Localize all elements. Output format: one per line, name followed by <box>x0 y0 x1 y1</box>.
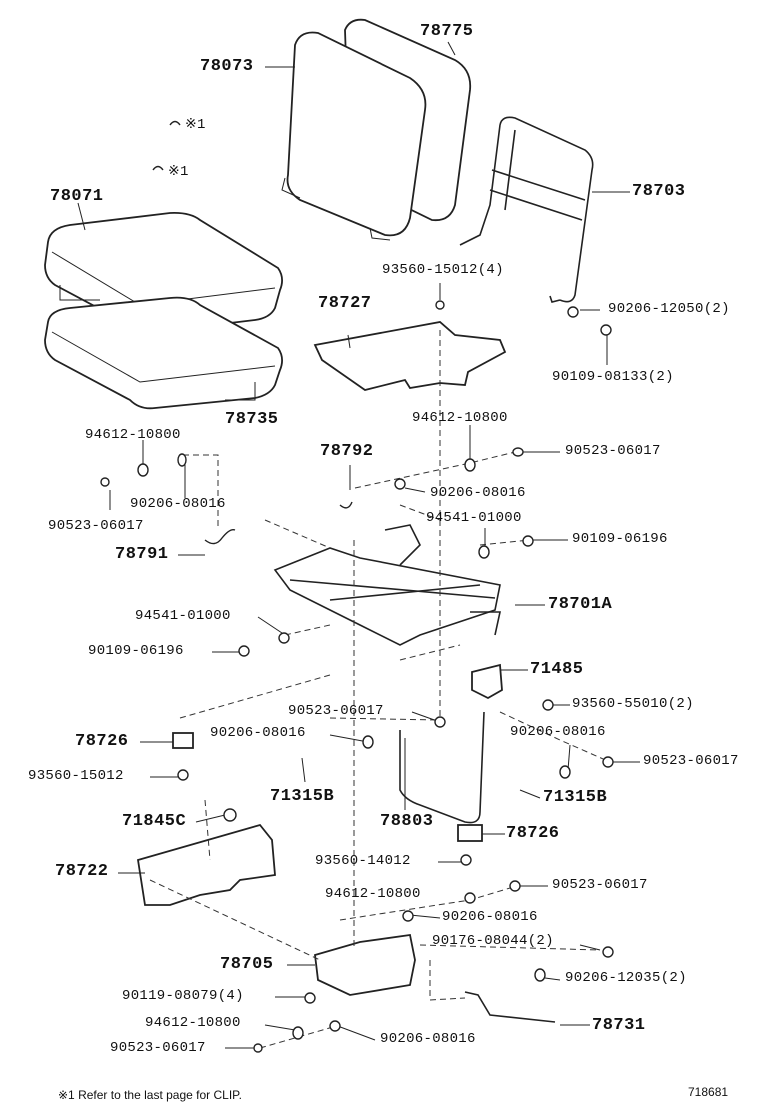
part-94612-10800-label-c: 94612-10800 <box>325 886 421 902</box>
part-90176-08044-2-label: 90176-08044(2) <box>432 933 554 949</box>
clip-reference-mark-b: ※1 <box>168 164 189 180</box>
part-90109-06196-label-b: 90109-06196 <box>88 643 184 659</box>
part-90523-06017-label-f: 90523-06017 <box>110 1040 206 1056</box>
part-78726-label-b: 78726 <box>506 824 560 843</box>
part-71315b-label-b: 71315B <box>543 788 608 807</box>
part-94541-01000-label-a: 94541-01000 <box>426 510 522 526</box>
clip-reference-mark-a: ※1 <box>185 117 206 133</box>
part-90523-06017-label-e: 90523-06017 <box>552 877 648 893</box>
part-90206-08016-label-e: 90206-08016 <box>442 909 538 925</box>
part-78735-label: 78735 <box>225 410 279 429</box>
part-90206-08016-label-a: 90206-08016 <box>430 485 526 501</box>
part-78073-label: 78073 <box>200 57 254 76</box>
part-93560-15012-4-label: 93560-15012(4) <box>382 262 504 278</box>
part-90206-08016-label-b: 90206-08016 <box>130 496 226 512</box>
part-78731-label: 78731 <box>592 1016 646 1035</box>
side-plate <box>136 823 276 906</box>
part-78705-label: 78705 <box>220 955 274 974</box>
part-78726-label-a: 78726 <box>75 732 129 751</box>
seat-board <box>313 321 507 391</box>
part-78775-label: 78775 <box>420 22 474 41</box>
part-90109-08133-2-label: 90109-08133(2) <box>552 369 674 385</box>
part-78722-label: 78722 <box>55 862 109 881</box>
part-78703-label: 78703 <box>632 182 686 201</box>
part-90206-08016-label-f: 90206-08016 <box>380 1031 476 1047</box>
seatback-frame <box>459 116 594 303</box>
hinge-cover <box>314 933 416 996</box>
part-94612-10800-label-d: 94612-10800 <box>145 1015 241 1031</box>
part-78701a-label: 78701A <box>548 595 613 614</box>
block-78726-left <box>172 732 194 749</box>
seatback-cushion-front <box>281 31 427 241</box>
leader-lines <box>77 41 640 1049</box>
part-94612-10800-label-b: 94612-10800 <box>412 410 508 426</box>
part-90109-06196-label-a: 90109-06196 <box>572 531 668 547</box>
seat-cushion-lower <box>44 296 283 410</box>
part-78803-label: 78803 <box>380 812 434 831</box>
footnote: ※1 Refer to the last page for CLIP. <box>58 1088 242 1102</box>
part-94541-01000-label-b: 94541-01000 <box>135 608 231 624</box>
block-78726-right <box>457 824 483 842</box>
part-78071-label: 78071 <box>50 187 104 206</box>
part-90523-06017-label-b: 90523-06017 <box>48 518 144 534</box>
part-93560-55010-2-label: 93560-55010(2) <box>572 696 694 712</box>
link-rod <box>464 991 556 1023</box>
part-78727-label: 78727 <box>318 294 372 313</box>
assembly-lines <box>149 330 611 1049</box>
part-71315b-label-a: 71315B <box>270 787 335 806</box>
part-78791-label: 78791 <box>115 545 169 564</box>
part-94612-10800-label-a: 94612-10800 <box>85 427 181 443</box>
part-93560-14012-label: 93560-14012 <box>315 853 411 869</box>
part-90119-08079-4-label: 90119-08079(4) <box>122 988 244 1004</box>
part-71845c-label: 71845C <box>122 812 187 831</box>
part-90523-06017-label-a: 90523-06017 <box>565 443 661 459</box>
part-78792-label: 78792 <box>320 442 374 461</box>
part-90523-06017-label-d: 90523-06017 <box>643 753 739 769</box>
part-93560-15012-label: 93560-15012 <box>28 768 124 784</box>
part-90523-06017-label-c: 90523-06017 <box>288 703 384 719</box>
part-71485-label: 71485 <box>530 660 584 679</box>
part-90206-12035-2-label: 90206-12035(2) <box>565 970 687 986</box>
seat-frame <box>273 524 501 646</box>
bracket-71485 <box>471 663 503 700</box>
part-90206-12050-2-label: 90206-12050(2) <box>608 301 730 317</box>
fasteners <box>100 120 614 1053</box>
diagram-id: 718681 <box>688 1085 729 1099</box>
part-90206-08016-label-c: 90206-08016 <box>210 725 306 741</box>
support-rod <box>399 711 485 824</box>
part-90206-08016-label-d: 90206-08016 <box>510 724 606 740</box>
